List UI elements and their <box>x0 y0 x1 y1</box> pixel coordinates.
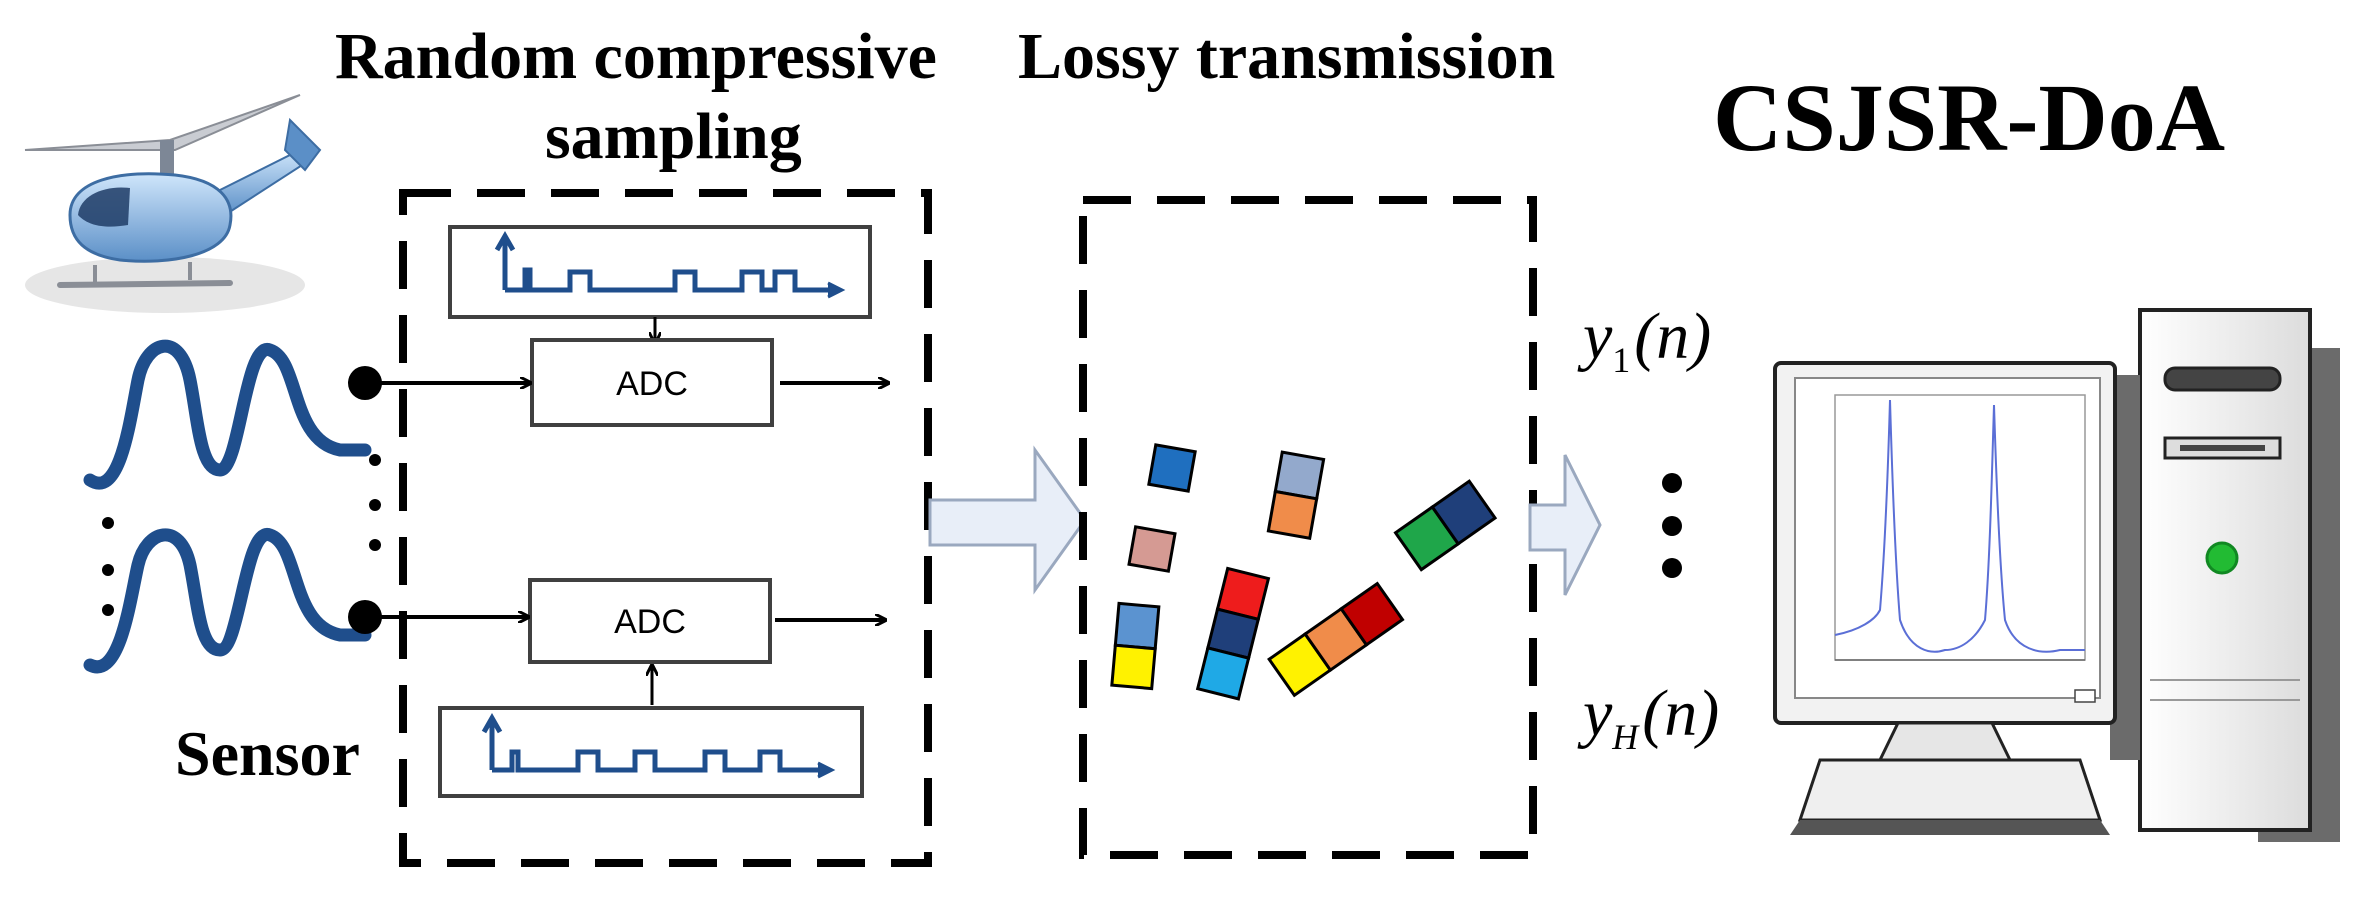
sampling-dashed-box <box>399 189 932 867</box>
sampling-to-transmission-arrow <box>928 445 1087 595</box>
doa-spectrum-plot <box>1834 394 2086 661</box>
packet <box>1127 525 1177 573</box>
signal-ellipsis-left <box>102 517 114 616</box>
sensor-ellipsis <box>369 454 381 551</box>
output-y1: y1(n) <box>1577 300 1711 380</box>
input-signal-1 <box>83 339 372 490</box>
desktop-computer-icon <box>1773 308 2340 842</box>
packet <box>1113 601 1161 651</box>
packet <box>1339 581 1405 647</box>
svg-text:y1(n): y1(n) <box>1577 300 1711 380</box>
transmission-to-computer-arrow <box>1528 454 1602 596</box>
power-led <box>2205 541 2239 575</box>
svg-text:yH(n): yH(n) <box>1577 677 1719 757</box>
adc-top: ADC <box>530 338 774 427</box>
output-ellipsis <box>1662 473 1682 578</box>
packet <box>1147 443 1197 493</box>
random-sampling-title-line2: sampling <box>545 100 802 173</box>
random-pulse-train-bottom <box>438 706 864 798</box>
packet <box>1110 643 1157 691</box>
adc-bottom-label: ADC <box>614 603 686 641</box>
output-yH: yH(n) <box>1577 677 1719 757</box>
sensor-label: Sensor <box>175 718 360 789</box>
helicopter-icon <box>24 94 322 313</box>
input-signal-2 <box>83 528 372 674</box>
monitor-screen <box>1794 377 2101 699</box>
monitor-stand <box>1877 721 2013 762</box>
adc-bottom: ADC <box>528 578 772 664</box>
packet <box>1430 479 1498 546</box>
random-sampling-title-line1: Random compressive <box>335 20 937 93</box>
lossy-transmission-title: Lossy transmission <box>1018 20 1555 93</box>
packet <box>1195 646 1251 701</box>
system-name-title: CSJSR-DoA <box>1713 64 2225 171</box>
packet <box>1266 489 1319 540</box>
random-pulse-train-top <box>448 225 872 319</box>
data-packets <box>1110 443 1498 701</box>
adc-top-label: ADC <box>616 365 688 403</box>
